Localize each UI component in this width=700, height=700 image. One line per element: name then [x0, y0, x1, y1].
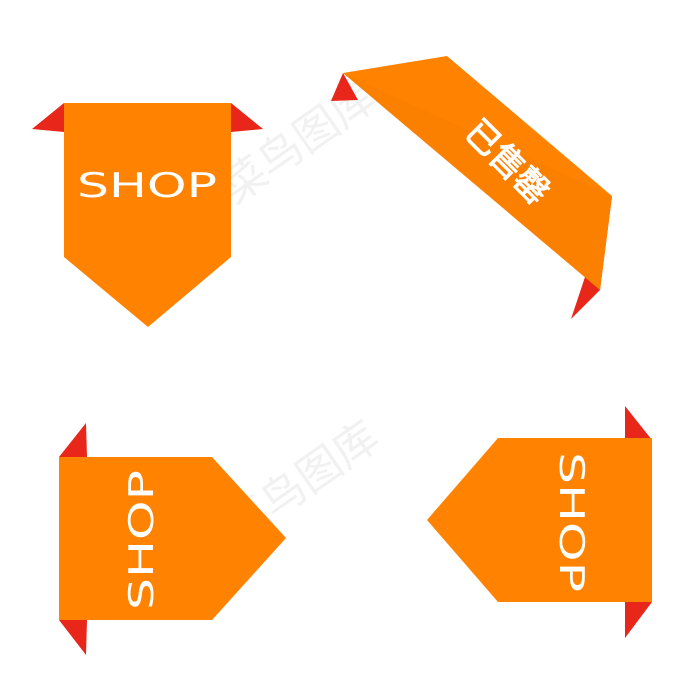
fold-tab-top — [331, 73, 358, 101]
sold-out-ribbon: 已售罄 — [331, 56, 612, 319]
watermark-top: 菜鸟图库 — [212, 71, 385, 214]
ribbon-body — [343, 56, 612, 290]
arrow-body — [59, 457, 286, 620]
ribbon-shade — [343, 73, 612, 290]
shop-label: SHOP — [551, 452, 591, 592]
fold-tab-top — [59, 423, 87, 457]
shop-label: SHOP — [77, 166, 217, 206]
shop-label: SHOP — [122, 470, 162, 610]
arrow-body — [427, 438, 652, 602]
shop-tag-bottom-right: SHOP — [427, 406, 652, 638]
fold-tab-bottom — [59, 620, 87, 655]
pennant-body — [64, 103, 231, 327]
fold-tab-top — [625, 406, 652, 440]
fold-tab-right — [231, 103, 263, 132]
fold-tab-bottom — [625, 602, 652, 638]
fold-tab-left — [32, 103, 64, 132]
shop-tag-top-left: SHOP — [32, 103, 263, 327]
shop-tag-bottom-left: SHOP — [59, 423, 286, 655]
